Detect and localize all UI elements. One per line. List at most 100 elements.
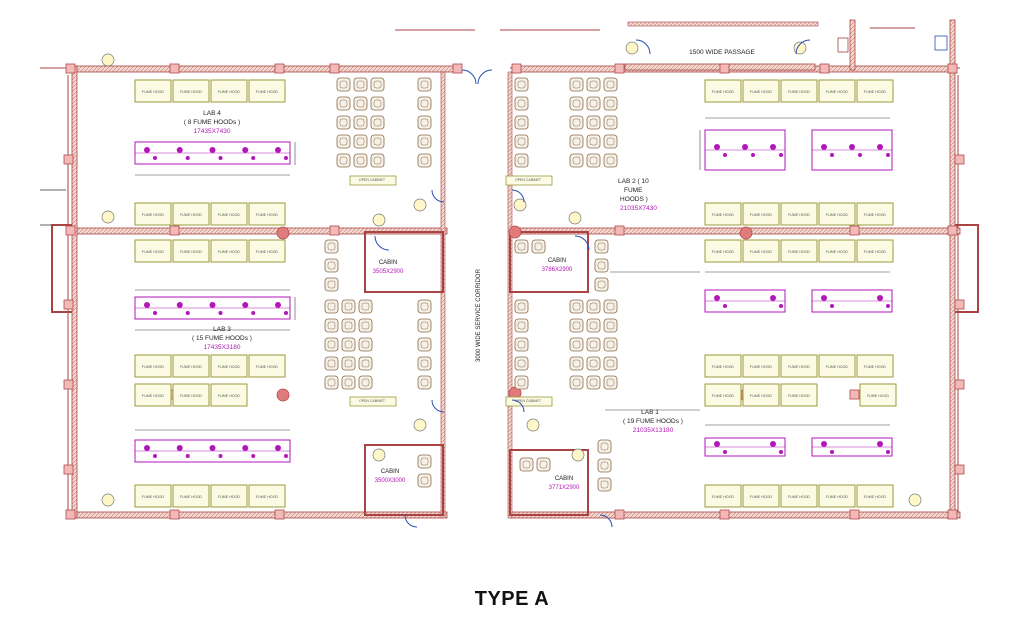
chair-icon <box>586 134 601 149</box>
tap-icon <box>251 454 256 458</box>
cabin-b-name: CABIN <box>548 258 566 264</box>
fume-hood-label: FUME HOOD <box>712 394 734 398</box>
chair-icon <box>569 356 584 371</box>
fume-hood: FUME HOOD <box>210 239 248 263</box>
fume-hood-label: FUME HOOD <box>826 250 848 254</box>
chair-icon <box>597 458 612 473</box>
sink-icon <box>821 295 827 301</box>
fume-hood-label: FUME HOOD <box>180 90 202 94</box>
chair-icon <box>603 77 618 92</box>
fume-hood-label: FUME HOOD <box>788 250 810 254</box>
fume-hood: FUME HOOD <box>172 202 210 226</box>
fume-hood: FUME HOOD <box>248 354 286 378</box>
chair-icon <box>569 375 584 390</box>
round-column <box>276 388 290 402</box>
fume-hood: FUME HOOD <box>210 202 248 226</box>
column <box>947 509 958 520</box>
chair-icon <box>536 457 551 472</box>
chair-icon <box>514 153 529 168</box>
chair-icon <box>370 153 385 168</box>
chair-icon <box>586 337 601 352</box>
chair-icon <box>514 96 529 111</box>
tap-icon <box>284 156 288 160</box>
lab-bench <box>811 437 893 457</box>
fume-hood-label: FUME HOOD <box>864 250 886 254</box>
labels: LAB 4 ( 8 FUME HOODs ) 17435X7430 LAB 3 … <box>184 49 756 491</box>
fume-hood: FUME HOOD <box>780 354 818 378</box>
lab-benches <box>134 129 893 463</box>
column <box>63 379 74 390</box>
door-tag <box>413 198 427 212</box>
column <box>329 63 340 74</box>
sink-icon <box>877 441 883 447</box>
chair-icon <box>603 96 618 111</box>
fume-hood-label: FUME HOOD <box>142 213 164 217</box>
chair-icon <box>514 299 529 314</box>
column <box>169 509 180 520</box>
chair-icon <box>417 356 432 371</box>
column <box>954 299 965 310</box>
fume-hood-label: FUME HOOD <box>788 495 810 499</box>
sink-icon <box>849 144 855 150</box>
chair-icon <box>417 96 432 111</box>
fume-hood: FUME HOOD <box>210 484 248 508</box>
tap-icon <box>153 454 157 458</box>
sink-icon <box>209 445 216 451</box>
open-cabinet-label-4: OPEN CABINET <box>515 399 542 403</box>
fume-hood: FUME HOOD <box>856 202 894 226</box>
fume-hood: FUME HOOD <box>780 383 818 407</box>
fume-hood: FUME HOOD <box>780 202 818 226</box>
chair-icon <box>569 337 584 352</box>
round-column <box>739 226 753 240</box>
chair-icon <box>324 239 339 254</box>
lab1-name: LAB 1 <box>641 409 659 416</box>
door-tag <box>413 418 427 432</box>
chair-icon <box>586 318 601 333</box>
sink-icon <box>714 295 720 301</box>
fume-hood: FUME HOOD <box>859 383 897 407</box>
fume-hood-label: FUME HOOD <box>750 250 772 254</box>
chair-icon <box>594 277 609 292</box>
fume-hood-label: FUME HOOD <box>864 495 886 499</box>
fume-hood: FUME HOOD <box>704 484 742 508</box>
chair-icon <box>417 134 432 149</box>
chair-icon <box>514 375 529 390</box>
fume-hood-label: FUME HOOD <box>218 495 240 499</box>
fume-hood: FUME HOOD <box>210 79 248 103</box>
fume-hood-label: FUME HOOD <box>750 365 772 369</box>
fume-hood: FUME HOOD <box>742 202 780 226</box>
lab2-hoods: FUME <box>624 187 643 194</box>
chair-icon <box>341 337 356 352</box>
tap-icon <box>723 304 727 308</box>
lab1-size: 21035X13180 <box>633 427 674 434</box>
fume-hood: FUME HOOD <box>134 202 172 226</box>
fume-hood-label: FUME HOOD <box>826 365 848 369</box>
column <box>849 225 860 236</box>
dimension-lines <box>135 117 890 431</box>
lab-bench <box>704 129 786 171</box>
tap-icon <box>779 153 783 157</box>
fume-hood-label: FUME HOOD <box>712 250 734 254</box>
round-column <box>276 226 290 240</box>
door-tag <box>513 198 527 212</box>
lab2-hoods2: HOODS ) <box>620 196 648 203</box>
chair-icon <box>531 239 546 254</box>
chair-icon <box>417 299 432 314</box>
fume-hood-label: FUME HOOD <box>826 90 848 94</box>
fume-hood-label: FUME HOOD <box>256 213 278 217</box>
column <box>274 509 285 520</box>
fume-hood: FUME HOOD <box>704 383 742 407</box>
tap-icon <box>830 450 834 454</box>
tap-icon <box>185 454 190 458</box>
cabin-c-size: 3500X3000 <box>375 478 406 484</box>
column <box>849 509 860 520</box>
round-column <box>508 225 522 239</box>
fume-hood-label: FUME HOOD <box>826 213 848 217</box>
fume-hood-label: FUME HOOD <box>218 394 240 398</box>
fume-hood-label: FUME HOOD <box>750 394 772 398</box>
lab-bench <box>134 439 291 463</box>
chair-icon <box>370 134 385 149</box>
column <box>614 225 625 236</box>
chair-icon <box>603 375 618 390</box>
fume-hood: FUME HOOD <box>704 79 742 103</box>
